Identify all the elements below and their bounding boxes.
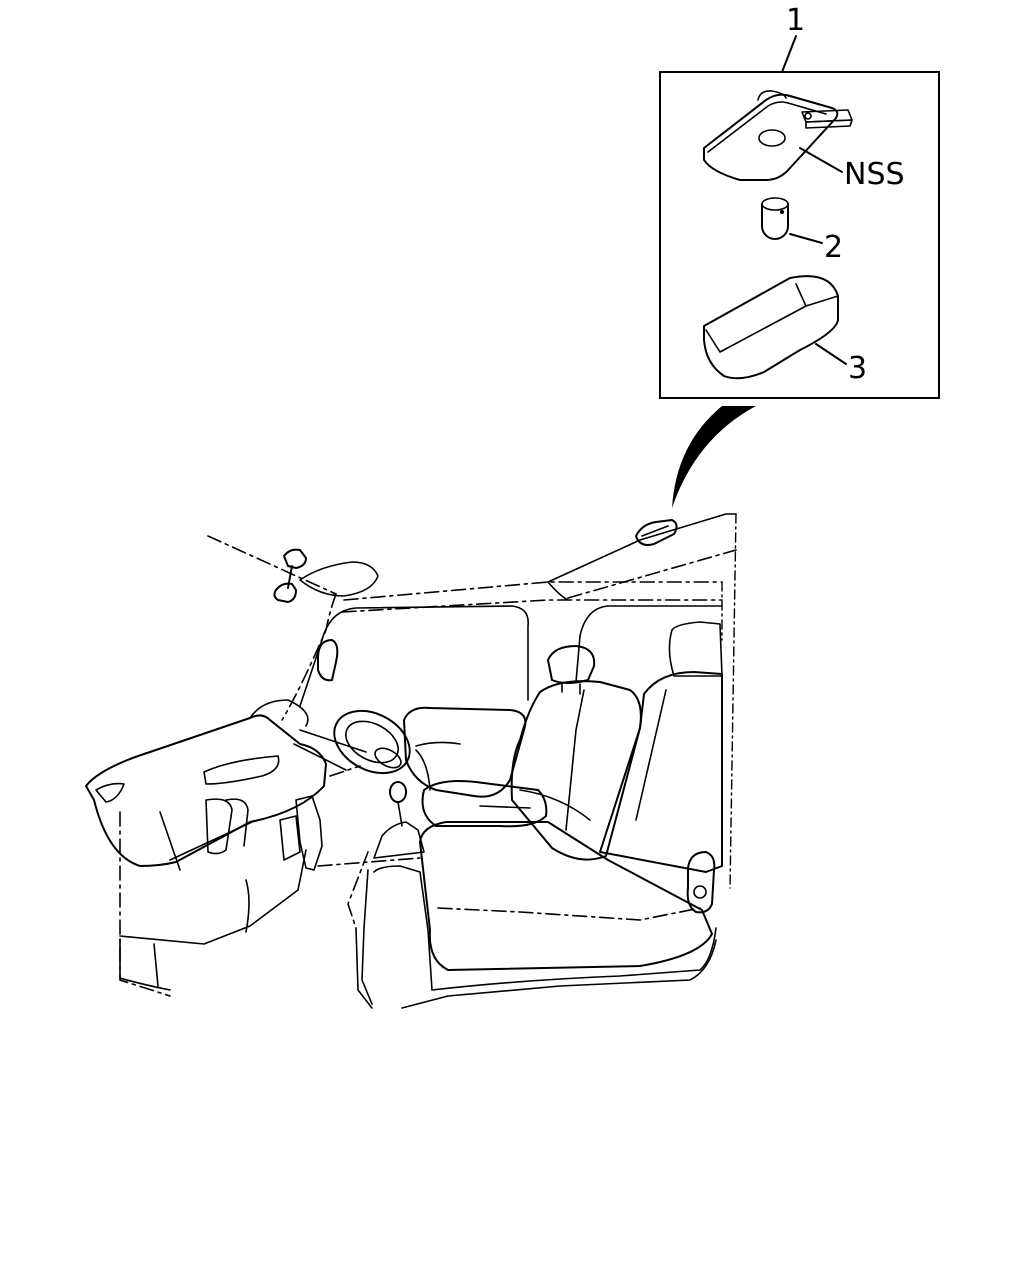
callout-label-bulb: 2 [824, 230, 843, 265]
dome-lamp [635, 519, 678, 546]
rear-view-mirror [273, 548, 307, 603]
callout-bulb: 2 [789, 230, 843, 265]
cab-interior [85, 513, 737, 1009]
gear-shift [373, 781, 425, 859]
detail-pointer [672, 406, 756, 508]
lamp-housing [703, 90, 853, 181]
callout-label-nss: NSS [844, 157, 905, 192]
driver-seat [403, 706, 527, 798]
callout-label-assembly: 1 [786, 3, 805, 38]
callout-assembly: 1 [781, 3, 805, 73]
dashboard [85, 714, 327, 867]
seat-cushion [421, 780, 548, 828]
callout-lens: 3 [815, 343, 867, 386]
seat-back [510, 680, 642, 861]
lens [703, 275, 839, 380]
steering-wheel [293, 709, 411, 775]
detail-box [659, 71, 940, 399]
bulb [761, 197, 789, 240]
callout-nss: NSS [799, 147, 905, 192]
callout-label-lens: 3 [848, 351, 867, 386]
